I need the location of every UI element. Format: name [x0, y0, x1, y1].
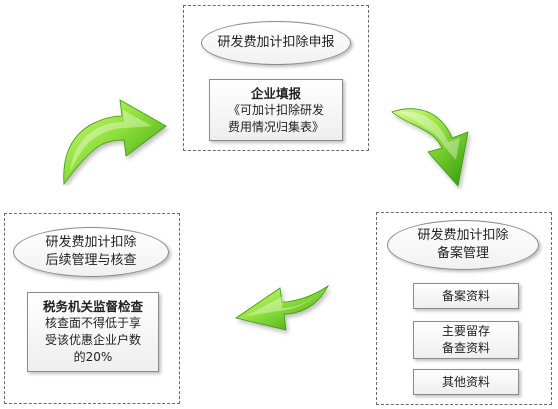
right-item-retained-materials: 主要留存 备查资料: [413, 321, 519, 359]
left-oval: 研发费加计扣除 后续管理与核查: [13, 227, 169, 277]
right-panel: 研发费加计扣除 备案管理 备案资料 主要留存 备查资料 其他资料: [376, 212, 552, 405]
left-box-line1: 核查面不得低于享: [44, 316, 141, 330]
right-oval-line1: 研发费加计扣除: [417, 228, 509, 243]
top-panel: 研发费加计扣除申报 企业填报 《可加计扣除研发 费用情况归集表》: [183, 5, 369, 151]
top-box-line1: 《可加计扣除研发: [227, 102, 324, 117]
top-box-title: 企业填报: [250, 85, 301, 101]
left-oval-line1: 研发费加计扣除: [45, 235, 137, 250]
top-oval: 研发费加计扣除申报: [201, 21, 351, 65]
right-item2-line1: 主要留存: [441, 324, 490, 338]
top-box-line2: 费用情况归集表》: [227, 119, 324, 134]
top-box: 企业填报 《可加计扣除研发 费用情况归集表》: [209, 79, 343, 141]
curved-arrow-icon: [63, 99, 167, 186]
left-box-line3: 的20%: [73, 350, 113, 364]
top-oval-label: 研发费加计扣除申报: [217, 35, 335, 50]
right-item-filing-materials: 备案资料: [413, 283, 519, 309]
right-item1-label: 备案资料: [441, 288, 490, 303]
left-panel: 研发费加计扣除 后续管理与核查 税务机关监督检查 核查面不得低于享 受该优惠企业…: [4, 213, 180, 404]
right-item3-label: 其他资料: [441, 374, 490, 389]
curved-arrow-icon: [391, 108, 469, 187]
left-box: 税务机关监督检查 核查面不得低于享 受该优惠企业户数 的20%: [27, 292, 159, 372]
right-item2-line2: 备查资料: [441, 341, 490, 355]
left-oval-line2: 后续管理与核查: [45, 253, 137, 268]
left-box-line2: 受该优惠企业户数: [44, 333, 141, 347]
curved-arrow-icon: [235, 284, 330, 331]
right-item-other-materials: 其他资料: [413, 369, 519, 395]
right-oval: 研发费加计扣除 备案管理: [387, 220, 539, 270]
left-box-title: 税务机关监督检查: [42, 299, 143, 314]
right-oval-line2: 备案管理: [436, 246, 489, 261]
